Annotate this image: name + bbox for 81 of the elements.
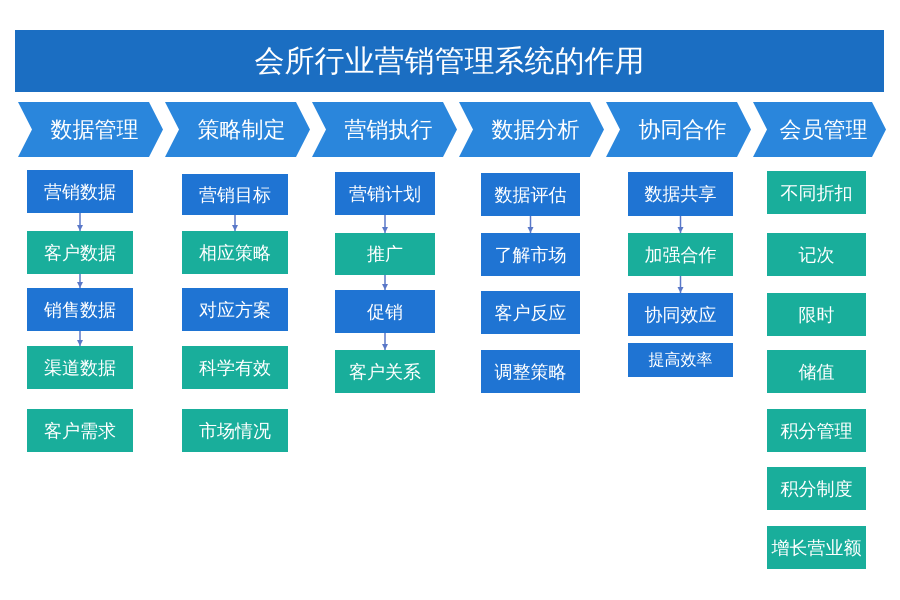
box-label: 数据共享: [644, 183, 716, 206]
chevron-header: [459, 102, 604, 157]
box-label: 渠道数据: [44, 356, 116, 380]
box-label: 推广: [367, 243, 403, 266]
process-box: [767, 526, 866, 569]
box-label: 记次: [798, 244, 834, 266]
box-label: 调整策略: [494, 360, 566, 384]
process-box: [335, 233, 435, 275]
box-label: 提高效率: [648, 350, 712, 370]
arrow: [232, 215, 238, 231]
process-box: [182, 174, 288, 215]
process-box: [767, 350, 866, 393]
box-label: 营销执行: [344, 116, 432, 144]
arrow: [77, 331, 83, 346]
arrow: [382, 215, 388, 233]
process-box: [182, 231, 288, 274]
box-label: 营销数据: [44, 180, 116, 204]
box-label: 储值: [798, 360, 834, 384]
arrow: [382, 275, 388, 290]
arrow: [528, 216, 534, 233]
box-label: 科学有效: [199, 356, 271, 380]
box-label: 数据管理: [50, 116, 138, 144]
box-label: 市场情况: [199, 420, 271, 442]
box-label: 促销: [367, 300, 403, 324]
process-box: [767, 293, 866, 336]
process-box: [767, 233, 866, 276]
box-label: 营销目标: [199, 184, 271, 206]
box-label: 了解市场: [494, 244, 566, 266]
box-label: 积分管理: [780, 420, 852, 442]
process-box: [27, 409, 133, 452]
box-label: 数据评估: [494, 184, 566, 206]
arrow: [678, 216, 684, 233]
process-box: [767, 467, 866, 510]
box-label: 协同效应: [644, 304, 716, 326]
box-label: 客户关系: [349, 360, 421, 384]
arrow: [77, 274, 83, 288]
process-box: [628, 172, 733, 216]
box-label: 策略制定: [198, 116, 286, 144]
process-box: [628, 233, 733, 276]
chevron-header: [165, 102, 310, 157]
box-label: 销售数据: [44, 298, 116, 322]
box-label: 协同合作: [638, 116, 726, 144]
box-label: 不同折扣: [780, 182, 852, 204]
title-banner: 会所行业营销管理系统的作用: [15, 30, 884, 92]
process-box: [182, 288, 288, 331]
arrow: [678, 276, 684, 293]
box-label: 数据分析: [492, 116, 580, 144]
process-box: [182, 409, 288, 452]
chevron-header: [753, 102, 886, 157]
process-box: [182, 346, 288, 389]
process-box: [481, 173, 580, 216]
process-box: [481, 233, 580, 276]
box-label: 客户需求: [44, 420, 116, 442]
box-label: 客户数据: [44, 242, 116, 264]
box-label: 客户反应: [494, 302, 566, 324]
process-box: [27, 170, 133, 213]
chevron-header: [606, 102, 751, 157]
process-box: [628, 293, 733, 336]
box-label: 限时: [798, 304, 834, 326]
process-box: [335, 350, 435, 393]
process-box: [628, 343, 733, 377]
chevron-header: [312, 102, 457, 157]
arrow: [382, 333, 388, 350]
chevron-header: [18, 102, 163, 157]
process-box: [767, 171, 866, 214]
process-box: [481, 291, 580, 334]
box-label: 加强合作: [644, 244, 716, 266]
process-box: [27, 231, 133, 274]
process-box: [335, 290, 435, 333]
box-label: 相应策略: [199, 242, 271, 264]
box-label: 积分制度: [780, 478, 852, 500]
process-box: [27, 346, 133, 389]
box-label: 增长营业额: [772, 536, 862, 560]
box-label: 会员管理: [780, 116, 868, 144]
process-box: [481, 350, 580, 393]
arrow: [77, 213, 83, 231]
process-box: [335, 172, 435, 215]
process-box: [767, 409, 866, 452]
process-box: [27, 288, 133, 331]
box-label: 营销计划: [349, 182, 421, 206]
box-label: 对应方案: [199, 298, 271, 322]
